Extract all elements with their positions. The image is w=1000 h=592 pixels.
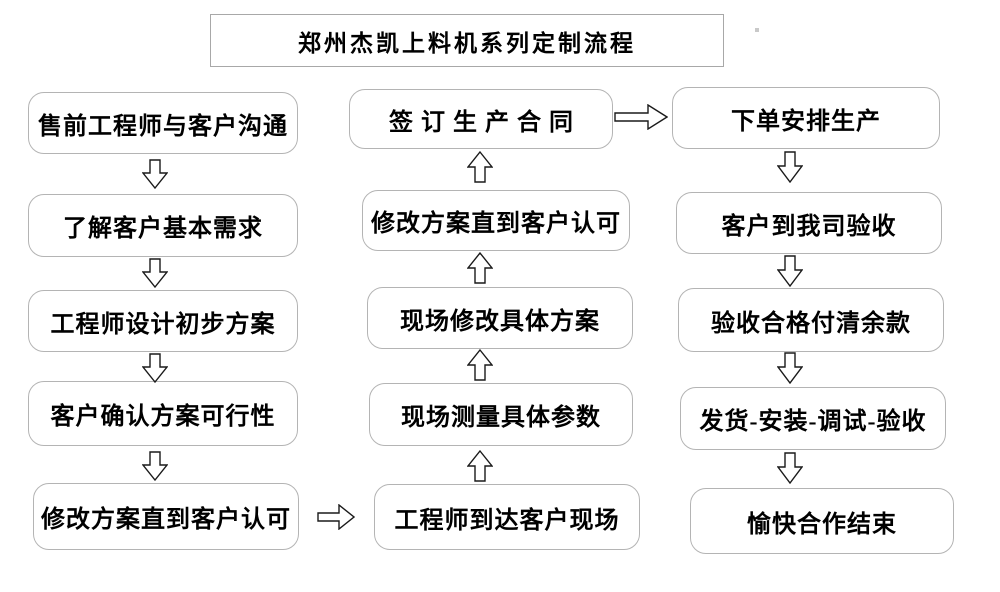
step-place-order-production: 下单安排生产 [672,87,940,149]
right-arrow-icon [317,504,355,530]
down-arrow-icon [142,159,168,189]
step-happy-cooperation-end: 愉快合作结束 [690,488,954,554]
right-arrow-icon [614,104,668,130]
down-arrow-icon [142,353,168,383]
step-acceptance-pay-balance: 验收合格付清余款 [678,288,944,352]
step-engineer-initial-design: 工程师设计初步方案 [28,290,298,352]
step-customer-confirm-feasibility: 客户确认方案可行性 [28,381,298,446]
down-arrow-icon [777,452,803,484]
up-arrow-icon [467,349,493,381]
step-presales-communication: 售前工程师与客户沟通 [28,92,298,154]
artifact-dot [755,28,759,32]
step-ship-install-debug-accept: 发货-安装-调试-验收 [680,387,946,450]
diagram-title-box: 郑州杰凯上料机系列定制流程 [210,14,724,67]
step-engineer-arrive-site: 工程师到达客户现场 [374,484,640,550]
down-arrow-icon [777,352,803,384]
diagram-title: 郑州杰凯上料机系列定制流程 [298,30,636,56]
step-sign-production-contract: 签订生产合同 [349,89,613,149]
down-arrow-icon [142,451,168,481]
step-measure-parameters-onsite: 现场测量具体参数 [369,383,633,446]
down-arrow-icon [142,258,168,288]
step-understand-customer-needs: 了解客户基本需求 [28,194,298,257]
down-arrow-icon [777,151,803,183]
step-revise-until-approved: 修改方案直到客户认可 [33,483,299,550]
down-arrow-icon [777,255,803,287]
step-customer-acceptance-visit: 客户到我司验收 [676,192,942,254]
up-arrow-icon [467,151,493,183]
step-modify-plan-onsite: 现场修改具体方案 [367,287,633,349]
step-revise-until-approved-onsite: 修改方案直到客户认可 [362,190,630,251]
up-arrow-icon [467,450,493,482]
up-arrow-icon [467,252,493,284]
